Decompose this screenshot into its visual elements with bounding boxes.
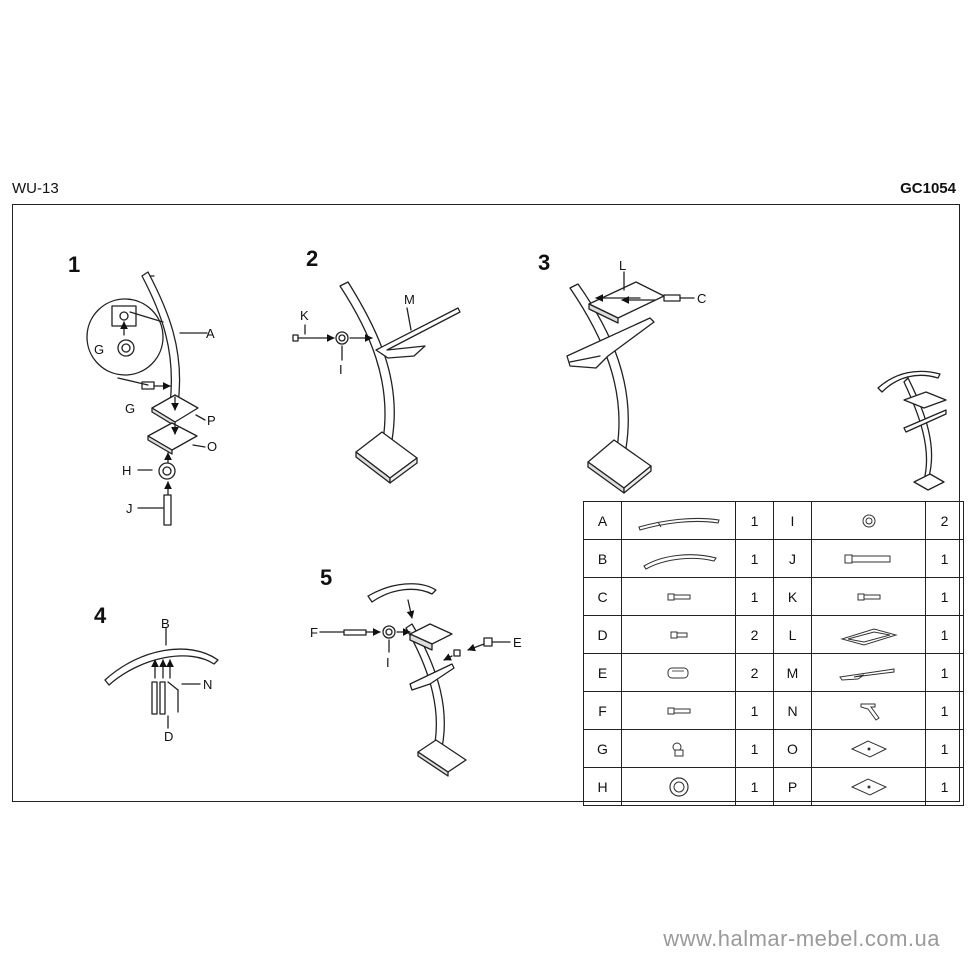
top-arc-icon [621,539,736,578]
part-quantity: 2 [735,653,774,692]
label-3-c: C [697,291,706,306]
step1-illustration [86,271,208,526]
part-quantity: 1 [925,577,964,616]
label-1-h: H [122,463,131,478]
part-quantity: 1 [925,615,964,654]
watermark: www.halmar-mebel.com.ua [663,926,940,951]
part-quantity: 1 [925,539,964,578]
part-quantity: 1 [735,539,774,578]
product-code: GC1054 [900,180,956,197]
screw-icon [621,577,736,616]
step-number-5: 5 [320,565,332,590]
label-2-i: I [339,362,343,377]
label-1-p: P [207,413,216,428]
part-quantity: 1 [735,501,774,540]
large-washer-icon [621,767,736,806]
part-letter: G [583,729,622,768]
label-4-n: N [203,677,212,692]
part-letter: L [773,615,812,654]
label-1-g-detail: G [94,342,104,357]
step4-illustration [104,627,219,729]
plate-icon [811,729,926,768]
label-5-f: F [310,625,318,640]
label-1-g: G [125,401,135,416]
trouser-bar-icon [811,653,926,692]
part-letter: E [583,653,622,692]
connector-icon [621,729,736,768]
step-number-3: 3 [538,250,550,275]
part-letter: K [773,577,812,616]
part-letter: N [773,691,812,730]
part-letter: D [583,615,622,654]
label-5-e: E [513,635,522,650]
part-letter: P [773,767,812,806]
label-1-o: O [207,439,217,454]
part-quantity: 2 [735,615,774,654]
step-number-1: 1 [68,252,80,277]
label-4-d: D [164,729,173,744]
model-code: WU-13 [12,180,59,197]
cap-icon [621,653,736,692]
part-letter: M [773,653,812,692]
part-quantity: 1 [925,729,964,768]
part-quantity: 1 [735,729,774,768]
screw-icon [811,577,926,616]
part-quantity: 1 [735,691,774,730]
tray-icon [811,615,926,654]
part-quantity: 1 [925,767,964,806]
part-letter: I [773,501,812,540]
long-bolt-icon [811,539,926,578]
label-4-b: B [161,616,170,631]
part-letter: J [773,539,812,578]
part-letter: C [583,577,622,616]
step-number-4: 4 [94,603,107,628]
step3-illustration [566,271,695,494]
frame-tube-icon [621,501,736,540]
part-letter: H [583,767,622,806]
label-2-k: K [300,308,309,323]
label-5-i: I [386,655,390,670]
washer-icon [811,501,926,540]
label-3-l: L [619,258,626,273]
label-1-j: J [126,501,133,516]
part-quantity: 2 [925,501,964,540]
part-quantity: 1 [925,653,964,692]
step5-illustration [319,583,511,777]
label-1-a: A [206,326,215,341]
screw-icon [621,691,736,730]
part-quantity: 1 [735,767,774,806]
part-letter: O [773,729,812,768]
step-number-2: 2 [306,246,318,271]
small-screw-icon [621,615,736,654]
step2-illustration [292,281,461,484]
part-letter: F [583,691,622,730]
hex-key-icon [811,691,926,730]
part-letter: A [583,501,622,540]
part-quantity: 1 [735,577,774,616]
part-quantity: 1 [925,691,964,730]
label-2-m: M [404,292,415,307]
part-letter: B [583,539,622,578]
assembled-stand-preview [877,370,947,491]
plate-icon [811,767,926,806]
